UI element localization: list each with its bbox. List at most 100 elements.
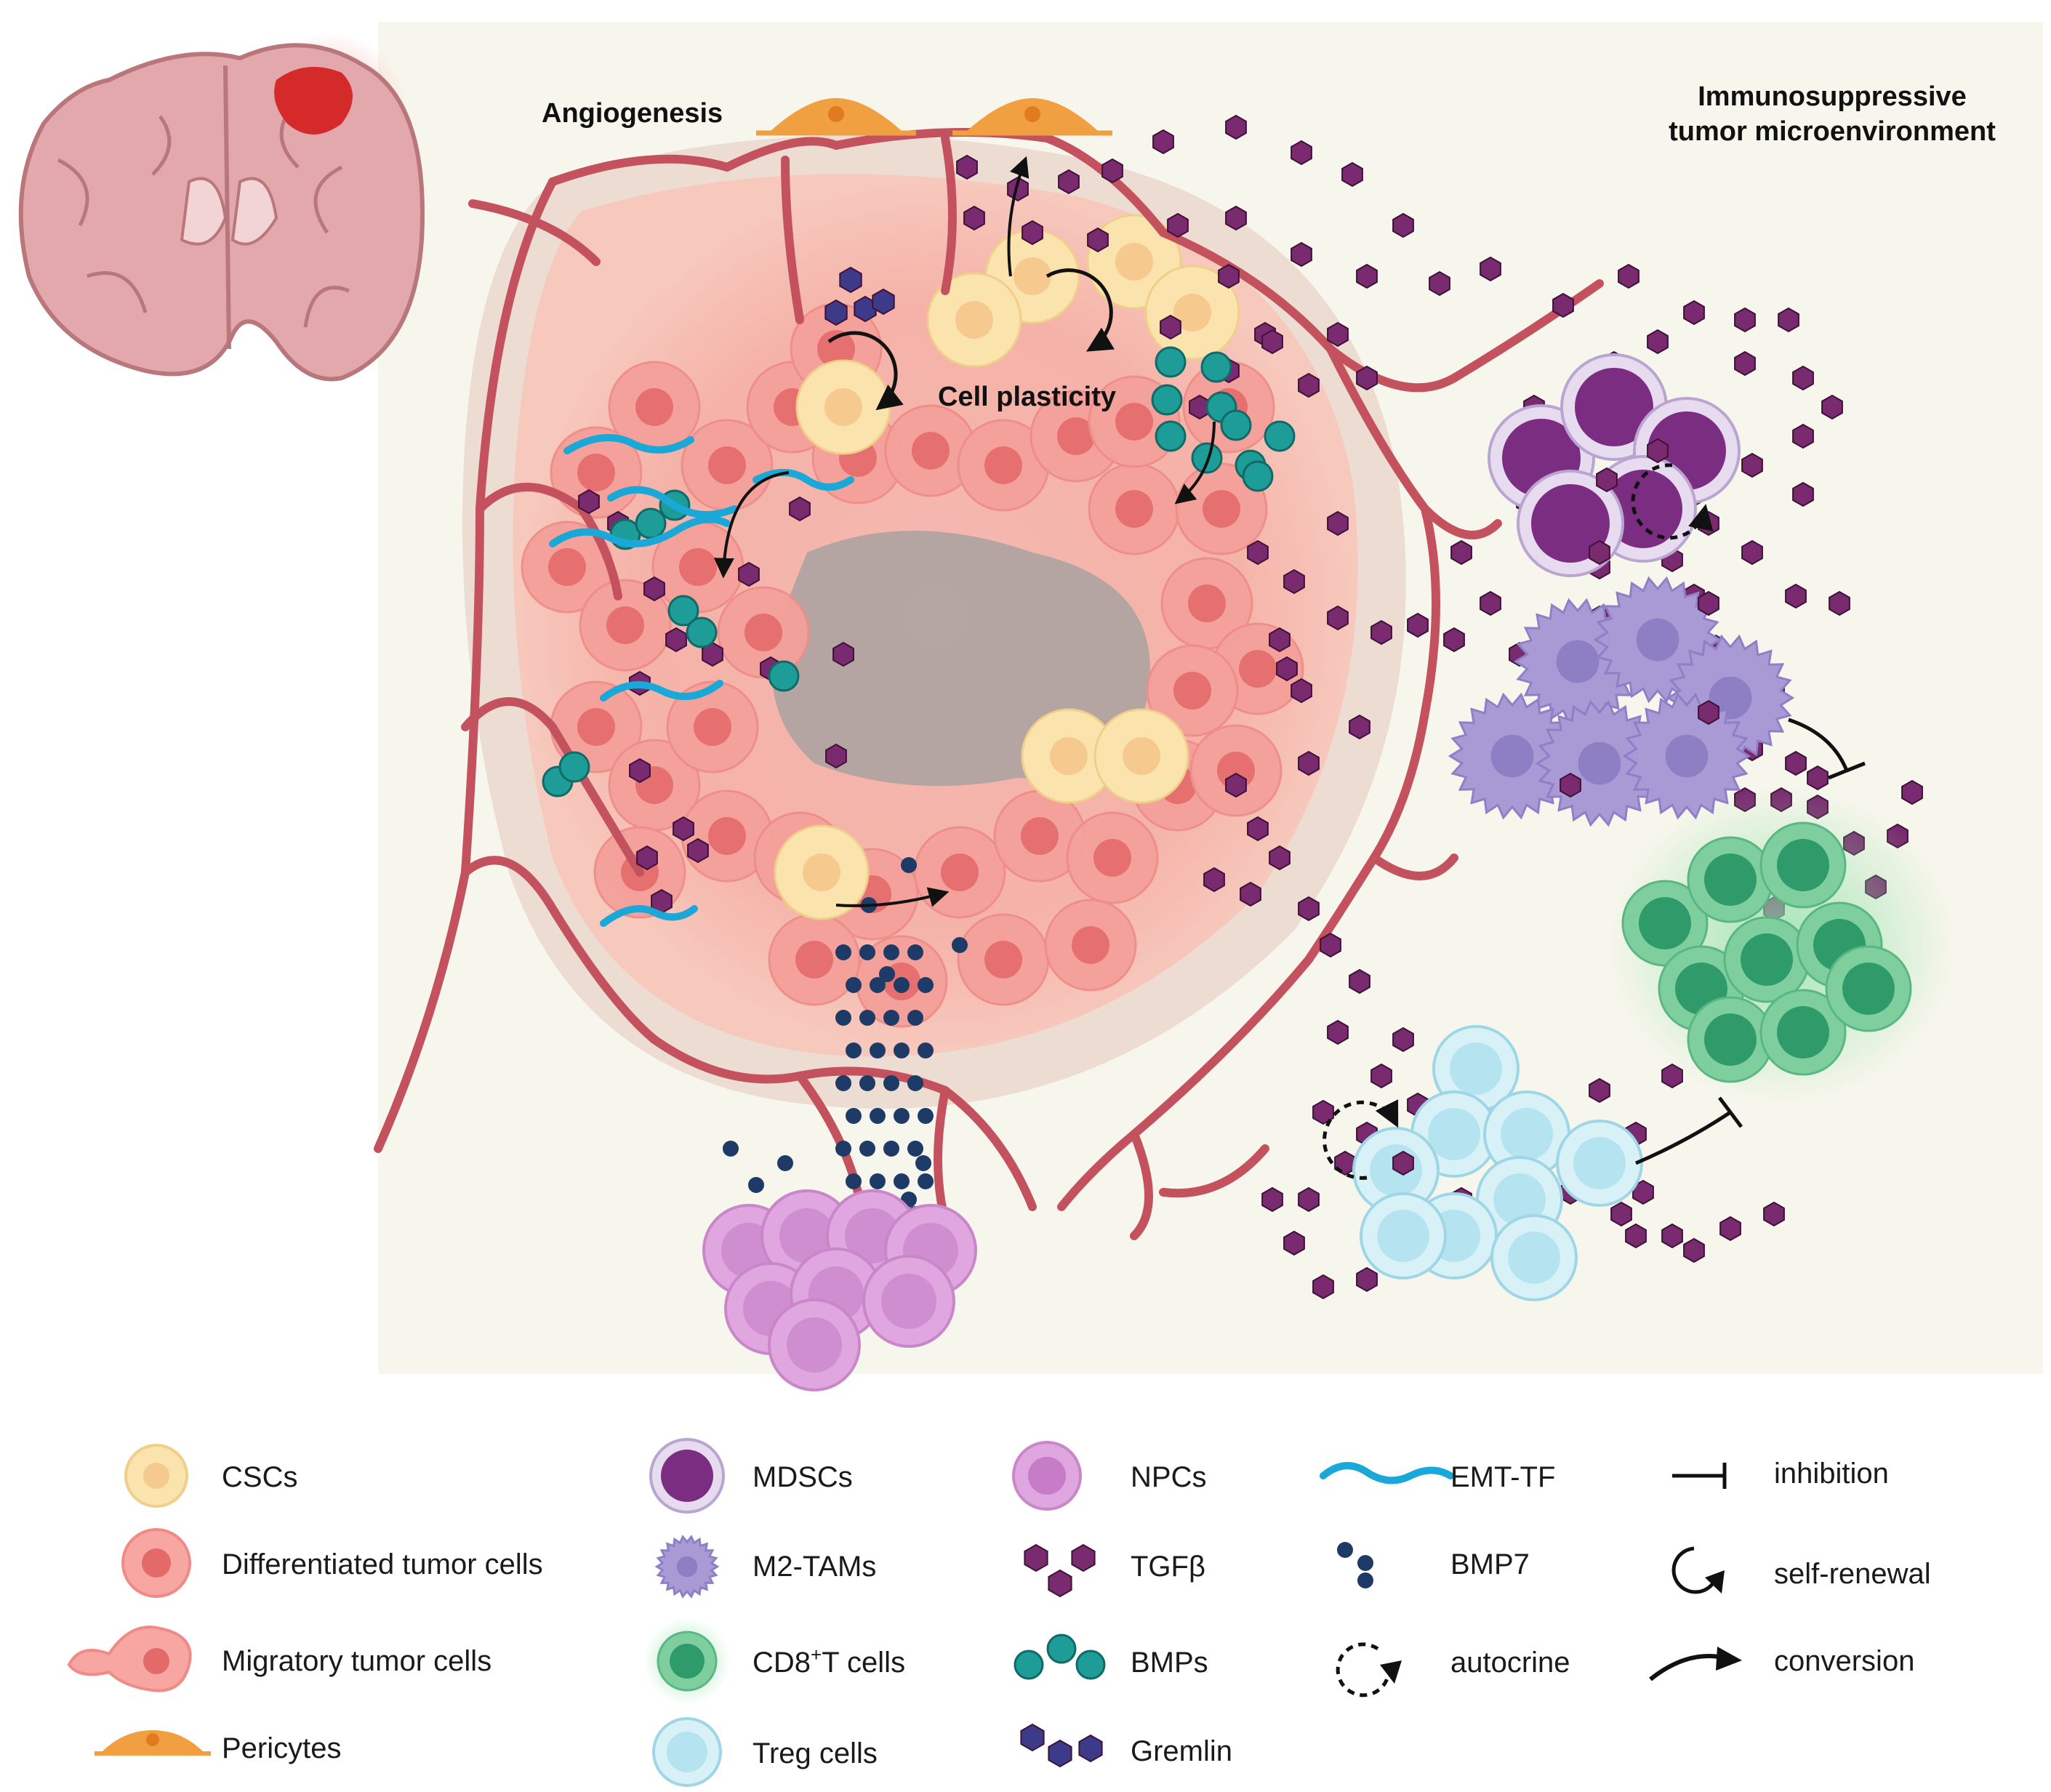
m2-tam-shape-nucleus	[676, 1556, 698, 1578]
conversion-arrow	[713, 471, 790, 579]
tgfb-molecule	[1370, 619, 1392, 646]
npc-nucleus	[779, 1208, 835, 1263]
tgfb-molecule	[1734, 307, 1756, 333]
bmp7-molecule	[846, 1173, 862, 1189]
npc-nucleus	[881, 1274, 936, 1329]
blood-vessel	[374, 177, 557, 1153]
cd8-nucleus	[1704, 1013, 1757, 1066]
bmp7-molecule	[894, 1173, 910, 1189]
blood-vessel	[781, 156, 804, 324]
conversion-arrow	[1174, 421, 1216, 505]
treg-nucleus	[1573, 1137, 1626, 1189]
bmp7-molecule	[915, 1155, 931, 1171]
bmp7-molecule	[835, 944, 851, 960]
tgfb-molecule	[1429, 270, 1450, 297]
tgfb-molecule	[578, 489, 600, 515]
tgfb-molecule	[1261, 329, 1283, 355]
m2-tam-cell-nucleus	[1578, 742, 1621, 785]
tgfb-molecule	[1560, 772, 1581, 798]
tgfb-molecule	[1283, 568, 1305, 595]
mdsc-nucleus	[1531, 484, 1610, 563]
bmp7-molecule	[835, 1010, 851, 1026]
tgfb-molecule	[1349, 968, 1370, 995]
legend-selfrenewal: self-renewal	[1671, 1546, 1931, 1594]
bmp7-molecule	[879, 966, 895, 982]
tgfb-molecule	[1225, 114, 1247, 140]
pericytes-in-diagram	[756, 98, 1112, 136]
bmp7-molecule	[894, 1108, 910, 1124]
tgfb-molecule	[1763, 1201, 1785, 1227]
tgfb-molecule	[1589, 1077, 1610, 1104]
tgfb-molecule	[1450, 539, 1472, 566]
cell-plasticity-title: Cell plasticity	[938, 382, 1116, 412]
tumor-cell-nucleus	[708, 446, 746, 484]
tgfb-molecule	[1698, 699, 1719, 726]
m2-tam-cell-nucleus	[1665, 734, 1709, 778]
tgfb-molecule	[1291, 241, 1312, 268]
gremlin-hex	[1078, 1734, 1103, 1763]
blood-vessel	[941, 134, 957, 295]
inhibition-bar	[1828, 761, 1866, 780]
bmp-molecule	[635, 507, 667, 539]
bmp-molecule	[1264, 420, 1296, 452]
pericyte-nucleus	[1024, 106, 1040, 122]
bmp7-molecule	[907, 1141, 923, 1157]
cd8-nucleus	[1842, 963, 1895, 1015]
bmp-molecule	[1155, 346, 1187, 378]
tgfb-molecule	[1610, 1201, 1632, 1227]
legend-inhibition: inhibition	[1672, 1458, 1889, 1490]
blood-vessel	[461, 856, 659, 1044]
angiogenesis-title: Angiogenesis	[542, 98, 723, 129]
bmp-molecule	[558, 751, 590, 783]
bmp7-molecule	[859, 1010, 875, 1026]
gremlin-molecule	[872, 288, 895, 316]
conversion-arrow	[835, 887, 950, 907]
bmp7-molecule	[883, 1010, 899, 1026]
bmp7-molecule	[918, 1108, 934, 1124]
self-renewal-arrow	[1045, 268, 1115, 352]
tgfb-molecule	[1312, 1274, 1334, 1300]
conversion-icon	[1649, 1647, 1742, 1681]
treg-nucleus	[1501, 1108, 1553, 1160]
legend-label-m2: M2-TAMs	[752, 1551, 876, 1583]
tgfb-molecule	[1785, 583, 1807, 609]
blood-vessel	[548, 137, 840, 186]
legend-label-cd8: CD8+T cells	[752, 1644, 905, 1679]
legend-gremlin: Gremlin	[1020, 1723, 1232, 1768]
blood-vessel	[1370, 853, 1458, 880]
tumor-cell-nucleus	[817, 330, 855, 368]
gremlin-icon	[1020, 1723, 1103, 1768]
tgfb-molecule	[1225, 205, 1247, 231]
tgfb-molecule	[1225, 772, 1247, 798]
autocrine-arrow	[1631, 463, 1714, 540]
tgfb-molecule	[1349, 714, 1370, 740]
tgfb-molecule	[1625, 1223, 1647, 1249]
legend-label-tgfb: TGFβ	[1131, 1551, 1205, 1583]
immune-cells	[702, 353, 1956, 1391]
tumor-cell-nucleus	[548, 548, 586, 586]
bmp7-molecule	[883, 944, 899, 960]
tgfb-molecule	[1240, 881, 1261, 907]
blood-vessel	[1057, 955, 1313, 1211]
tgfb-molecule	[1320, 932, 1341, 958]
blood-vessel	[468, 199, 601, 266]
bmp7-molecule	[907, 1010, 923, 1026]
tgfb-molecule	[1741, 539, 1763, 566]
tumor-cell-nucleus	[606, 606, 644, 644]
tgfb-molecule	[1218, 263, 1240, 289]
blood-vessel	[1159, 1144, 1269, 1198]
tgfb-molecule	[1261, 1186, 1283, 1213]
inhibition-bar	[1718, 1096, 1743, 1128]
blood-vessel	[1159, 228, 1604, 393]
cd8-nucleus	[1704, 853, 1757, 906]
legend-conversion: conversion	[1649, 1645, 1914, 1681]
autocrine-arrow	[1322, 1099, 1399, 1180]
csc-nucleus	[1173, 294, 1211, 332]
conversion-arrow	[1007, 156, 1029, 277]
tumor-cell-nucleus	[679, 548, 717, 586]
tgfb-icon	[1024, 1543, 1096, 1598]
tgfb-molecule	[1087, 227, 1109, 253]
legend-migr: Migratory tumor cells	[67, 1626, 491, 1692]
emt-tf-strand	[600, 680, 723, 702]
